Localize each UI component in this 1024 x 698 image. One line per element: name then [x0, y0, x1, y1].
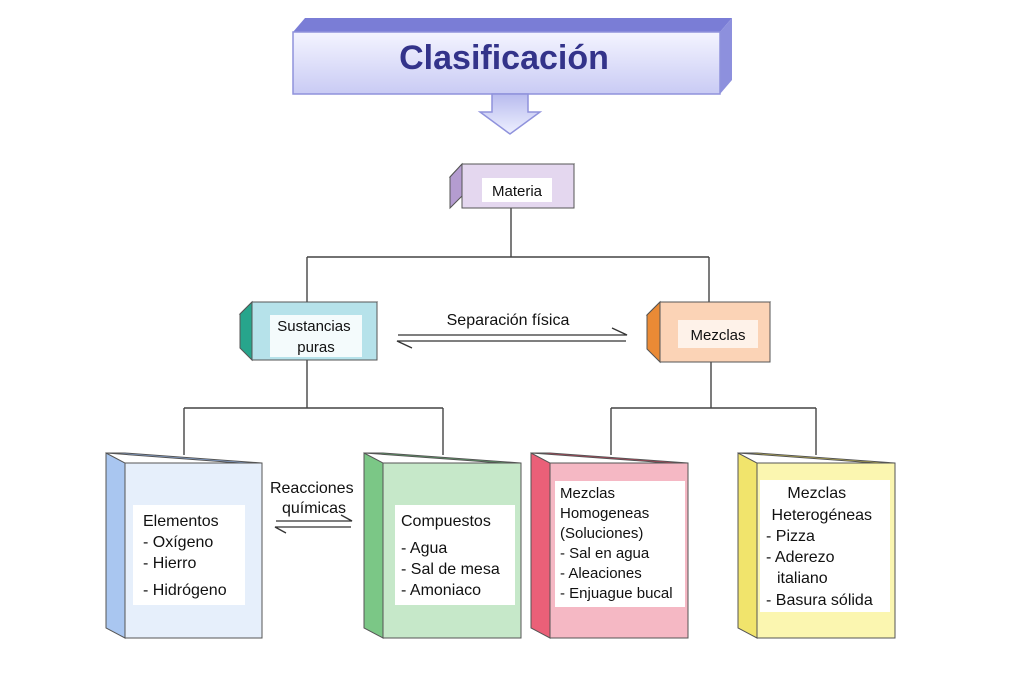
title-banner: Clasificación [292, 18, 732, 135]
separacion-fisica-label: Separación física [447, 312, 570, 329]
reaction-arrows [274, 514, 353, 534]
mezclas-homogeneas-label: Mezclas Homogeneas (Soluciones) - Sal en… [560, 485, 673, 602]
node-mezclas-homogeneas: Mezclas Homogeneas (Soluciones) - Sal en… [530, 452, 689, 639]
connectors [183, 208, 817, 455]
sustancias-puras-label: Sustancias puras [277, 318, 355, 356]
mezclas-label: Mezclas [690, 327, 745, 344]
title-down-arrow-icon [477, 93, 543, 135]
elementos-label: Elementos - Oxígeno - Hierro - Hidrógeno [143, 513, 227, 599]
mezclas-heterogeneas-label: Mezclas Heterogéneas - Pizza - Aderezo i… [766, 485, 876, 609]
materia-label: Materia [492, 183, 543, 200]
node-materia: Materia [448, 162, 576, 210]
reacciones-quimicas-label: Reacciones químicas [270, 480, 358, 517]
node-mezclas-heterogeneas: Mezclas Heterogéneas - Pizza - Aderezo i… [737, 452, 896, 639]
node-compuestos: Compuestos - Agua - Sal de mesa - Amonia… [363, 452, 522, 639]
compuestos-label: Compuestos - Agua - Sal de mesa - Amonia… [401, 513, 504, 599]
title-text: Clasificación [399, 39, 609, 77]
node-mezclas: Mezclas [645, 300, 772, 364]
separation-arrows [396, 327, 628, 349]
node-elementos: Elementos - Oxígeno - Hierro - Hidrógeno [105, 452, 263, 639]
node-sustancias-puras: Sustancias puras [238, 300, 379, 362]
